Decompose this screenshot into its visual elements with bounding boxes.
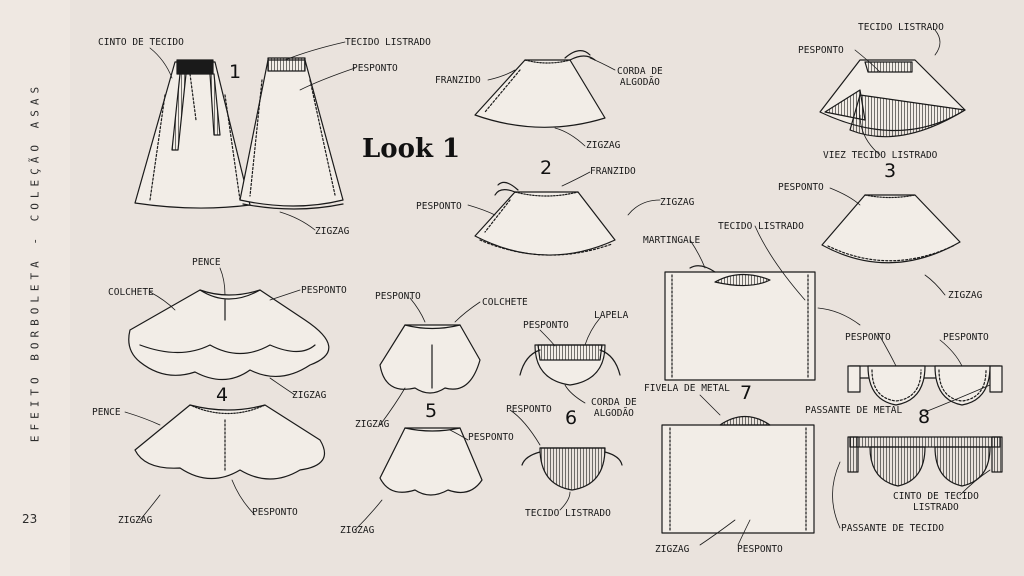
label-zigzag-4b: ZIGZAG <box>118 515 153 526</box>
label-franzido-2a: FRANZIDO <box>435 75 481 86</box>
skirt-1-back <box>239 57 344 210</box>
label-pesponto-3b: PESPONTO <box>778 182 824 193</box>
label-franzido-2b: FRANZIDO <box>590 166 636 177</box>
look-number-7: 7 <box>740 382 753 404</box>
cape-4b <box>134 404 325 480</box>
pocket-6b <box>521 447 623 491</box>
cape-5a <box>379 324 481 394</box>
look-number-8: 8 <box>918 406 931 428</box>
label-pesponto-5a: PESPONTO <box>375 291 421 302</box>
label-corda-algodao-2a: CORDA DE ALGODÃO <box>617 66 663 88</box>
panel-7b <box>661 415 815 534</box>
label-pesponto-6a: PESPONTO <box>523 320 569 331</box>
label-cinto-de-tecido: CINTO DE TECIDO <box>98 37 184 48</box>
cape-5b <box>379 427 483 496</box>
label-zigzag-2a: ZIGZAG <box>586 140 621 151</box>
leader-lines <box>124 29 991 546</box>
label-tecido-listrado-1: TECIDO LISTRADO <box>345 37 431 48</box>
label-pesponto-5b: PESPONTO <box>468 432 514 443</box>
skirt-2a <box>474 50 606 128</box>
skirt-1-front <box>134 59 251 209</box>
label-tecido-listrado-3a: TECIDO LISTRADO <box>858 22 944 33</box>
label-corda-algodao-6a: CORDA DE ALGODÃO <box>591 397 637 419</box>
label-pence-4a: PENCE <box>192 257 221 268</box>
label-colchete-4a: COLCHETE <box>108 287 154 298</box>
panel-7a <box>664 265 816 381</box>
look-title: Look 1 <box>362 134 461 164</box>
label-pesponto-1: PESPONTO <box>352 63 398 74</box>
label-pence-4b: PENCE <box>92 407 121 418</box>
label-fivela-de-metal: FIVELA DE METAL <box>644 383 730 394</box>
label-passante-de-metal: PASSANTE DE METAL <box>805 405 903 416</box>
page-number: 23 <box>22 512 38 526</box>
label-martingale: MARTINGALE <box>643 235 701 246</box>
cape-4a <box>128 289 330 381</box>
label-zigzag-5a: ZIGZAG <box>355 419 390 430</box>
label-zigzag-5b: ZIGZAG <box>340 525 375 536</box>
label-zigzag-2b: ZIGZAG <box>660 197 695 208</box>
label-tecido-listrado-6b: TECIDO LISTRADO <box>525 508 611 519</box>
label-colchete-5a: COLCHETE <box>482 297 528 308</box>
skirt-3a <box>819 59 966 138</box>
belt-8b <box>847 436 1003 487</box>
label-lapela-6a: LAPELA <box>594 310 629 321</box>
label-pesponto-6b: PESPONTO <box>506 404 552 415</box>
skirt-3b <box>821 194 961 264</box>
look-number-6: 6 <box>565 407 578 429</box>
label-pesponto-4b: PESPONTO <box>252 507 298 518</box>
look-number-1: 1 <box>229 61 242 83</box>
label-zigzag-4a: ZIGZAG <box>292 390 327 401</box>
label-passante-de-tecido: PASSANTE DE TECIDO <box>841 523 944 534</box>
look-number-2: 2 <box>540 157 553 179</box>
look-number-5: 5 <box>425 400 438 422</box>
label-pesponto-4a: PESPONTO <box>301 285 347 296</box>
label-pesponto-2b: PESPONTO <box>416 201 462 212</box>
label-zigzag-1: ZIGZAG <box>315 226 350 237</box>
look-number-3: 3 <box>884 160 897 182</box>
look-number-4: 4 <box>216 384 229 406</box>
label-pesponto-7b: PESPONTO <box>737 544 783 555</box>
belt-8a <box>847 365 1003 406</box>
label-pesponto-3a: PESPONTO <box>798 45 844 56</box>
sidebar: EFEITO BORBOLETA - COLEÇÃO ASAS 23 <box>0 0 70 576</box>
label-tecido-listrado-7a: TECIDO LISTRADO <box>718 221 804 232</box>
pocket-6a <box>519 344 621 386</box>
label-zigzag-3b: ZIGZAG <box>948 290 983 301</box>
label-viez-tecido-listrado: VIEZ TECIDO LISTRADO <box>823 150 938 161</box>
label-cinto-de-tecido-listrado: CINTO DE TECIDO LISTRADO <box>893 491 979 513</box>
skirt-2b <box>474 181 616 256</box>
label-zigzag-7b: ZIGZAG <box>655 544 690 555</box>
label-pesponto-8a-left: PESPONTO <box>845 332 891 343</box>
label-pesponto-8a-right: PESPONTO <box>943 332 989 343</box>
